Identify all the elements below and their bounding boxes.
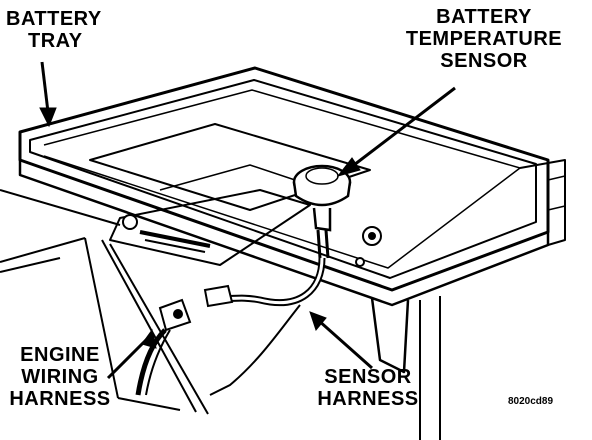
battery-tray xyxy=(18,66,566,374)
label-sensor-harness: SENSOR HARNESS xyxy=(310,366,426,410)
label-line: HARNESS xyxy=(317,388,419,410)
label-line: ENGINE xyxy=(20,344,100,366)
figure-code: 8020cd89 xyxy=(508,396,554,407)
label-line: BATTERY xyxy=(436,6,532,28)
label-battery-tray: BATTERY TRAY xyxy=(6,8,102,52)
mounting-bolts xyxy=(122,214,382,267)
label-line: TRAY xyxy=(28,30,83,52)
bolt-left xyxy=(122,214,138,230)
vehicle-body-lines xyxy=(0,189,441,440)
leader-arrows xyxy=(39,61,456,380)
bolt-rear xyxy=(355,257,365,267)
arrow-battery-tray xyxy=(40,61,50,113)
engine-wiring-harness xyxy=(135,328,171,396)
label-engine-wiring-harness: ENGINE WIRING HARNESS xyxy=(4,344,116,410)
label-line: SENSOR xyxy=(324,366,412,388)
sensor-harness xyxy=(209,257,326,396)
harness-connector xyxy=(158,284,234,332)
label-line: TEMPERATURE xyxy=(405,28,563,50)
arrow-temperature-sensor xyxy=(349,86,456,170)
label-line: BATTERY xyxy=(6,8,102,30)
label-battery-temperature-sensor: BATTERY TEMPERATURE SENSOR xyxy=(396,6,572,72)
label-line: SENSOR xyxy=(440,50,528,72)
temperature-sensor xyxy=(292,164,352,259)
arrow-sensor-harness xyxy=(317,318,373,370)
label-line: WIRING xyxy=(21,366,99,388)
arrow-engine-wiring xyxy=(106,336,150,380)
label-line: HARNESS xyxy=(9,388,111,410)
